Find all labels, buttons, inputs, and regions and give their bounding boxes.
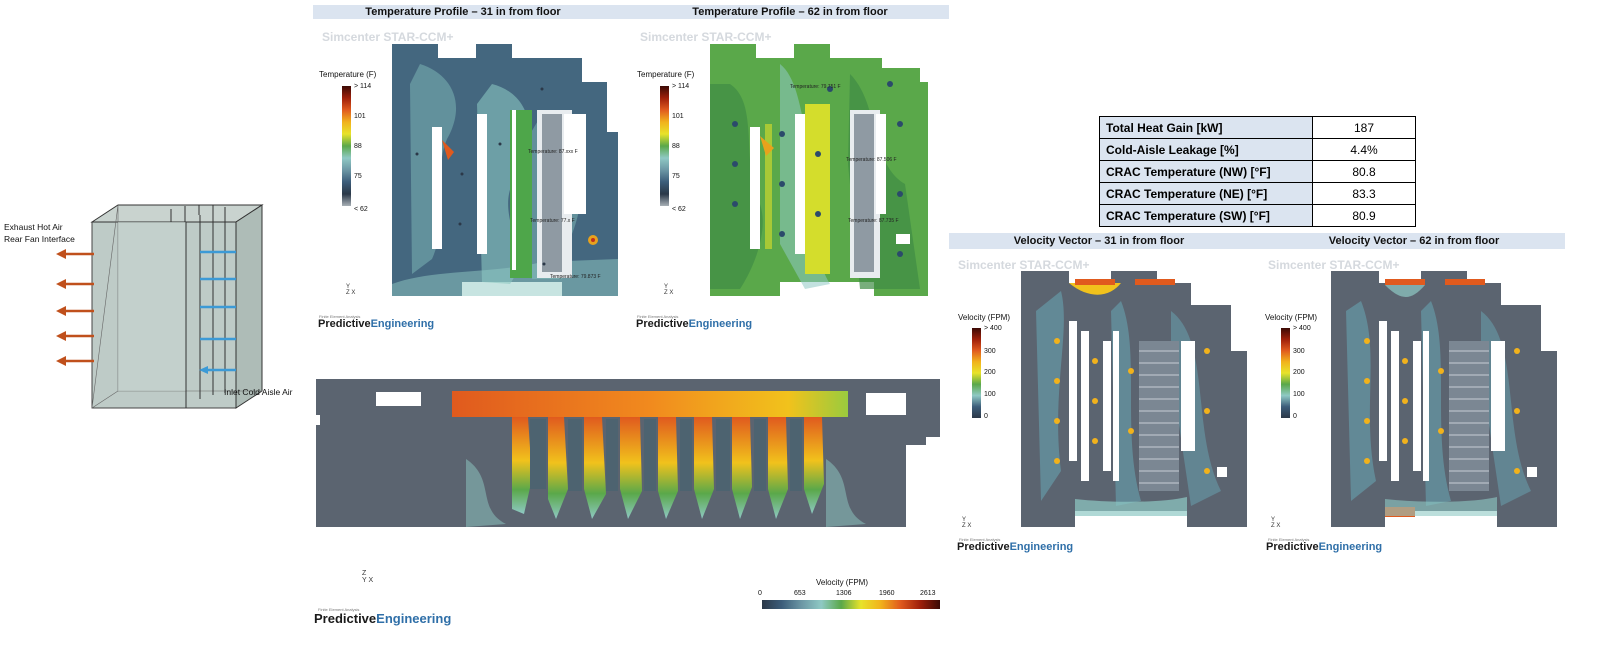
summary-label: CRAC Temperature (SW) [°F] bbox=[1099, 204, 1313, 227]
section-tick-1: 653 bbox=[794, 590, 806, 597]
section-velocity-plot bbox=[316, 379, 942, 529]
vel-tick-62-4: 0 bbox=[1293, 413, 1297, 420]
vel-tick-31-1: 300 bbox=[984, 348, 996, 355]
temp-legend-title-31: Temperature (F) bbox=[319, 70, 377, 79]
velocity-header-bar: Velocity Vector – 31 in from floor Veloc… bbox=[949, 233, 1565, 249]
inlet-label: Inlet Cold Aisle Air bbox=[224, 387, 293, 397]
section-tick-4: 2613 bbox=[920, 590, 936, 597]
probe-31-b: Temperature: 77.x F bbox=[530, 218, 575, 224]
temp-tick-31-2: 88 bbox=[354, 143, 362, 150]
section-tick-2: 1306 bbox=[836, 590, 852, 597]
vel-31-title: Velocity Vector – 31 in from floor bbox=[1013, 235, 1185, 247]
rack-diagram bbox=[0, 195, 310, 425]
logo-small-vel-31: Finite Element Analysis bbox=[959, 537, 1001, 542]
vel-62-title: Velocity Vector – 62 in from floor bbox=[1328, 235, 1500, 247]
logo-temp-31: PredictiveEngineering bbox=[318, 318, 435, 330]
vel-tick-62-2: 200 bbox=[1293, 369, 1305, 376]
logo-small-section: Finite Element Analysis bbox=[318, 607, 360, 612]
vel-floor-plot-62 bbox=[1331, 271, 1557, 527]
temp-tick-31-3: 75 bbox=[354, 173, 362, 180]
temp-tick-31-1: 101 bbox=[354, 113, 366, 120]
summary-label: Cold-Aisle Leakage [%] bbox=[1099, 138, 1313, 161]
vel-legend-title-31: Velocity (FPM) bbox=[958, 313, 1011, 322]
vel-floor-plot-31 bbox=[1021, 271, 1247, 527]
summary-value: 80.8 bbox=[1312, 160, 1416, 183]
section-tick-0: 0 bbox=[758, 590, 762, 597]
probe-62-c: Temperature: 87.735 F bbox=[848, 218, 899, 224]
logo-vel-31: PredictiveEngineering bbox=[957, 541, 1074, 553]
temp-colorbar-62 bbox=[660, 86, 669, 206]
probe-62-a: Temperature: 79.751 F bbox=[790, 84, 841, 90]
temp-floor-plot-31 bbox=[392, 44, 618, 296]
temp-tick-62-2: 88 bbox=[672, 143, 680, 150]
summary-row: CRAC Temperature (NW) [°F]80.8 bbox=[1099, 160, 1416, 183]
vel-tick-62-1: 300 bbox=[1293, 348, 1305, 355]
temp-62-title: Temperature Profile – 62 in from floor bbox=[692, 6, 888, 18]
vel-legend-title-62: Velocity (FPM) bbox=[1265, 313, 1318, 322]
rack-illustration bbox=[56, 204, 264, 409]
watermark-vel-31: Simcenter STAR-CCM+ bbox=[958, 258, 1090, 272]
vel-tick-31-4: 0 bbox=[984, 413, 988, 420]
logo-small-temp-62: Finite Element Analysis bbox=[637, 314, 679, 319]
temp-tick-62-3: 75 bbox=[672, 173, 680, 180]
vel-colorbar-31 bbox=[972, 328, 981, 418]
exhaust-label-2: Rear Fan Interface bbox=[4, 234, 75, 244]
exhaust-label-1: Exhaust Hot Air bbox=[4, 222, 63, 232]
vel-tick-31-2: 200 bbox=[984, 369, 996, 376]
probe-62-b: Temperature: 87.506 F bbox=[846, 157, 897, 163]
summary-value: 4.4% bbox=[1312, 138, 1416, 161]
logo-temp-62: PredictiveEngineering bbox=[636, 318, 753, 330]
temp-tick-31-4: < 62 bbox=[354, 206, 368, 213]
temp-tick-62-1: 101 bbox=[672, 113, 684, 120]
temp-tick-62-4: < 62 bbox=[672, 206, 686, 213]
vel-tick-62-3: 100 bbox=[1293, 391, 1305, 398]
vel-tick-31-3: 100 bbox=[984, 391, 996, 398]
temp-legend-title-62: Temperature (F) bbox=[637, 70, 695, 79]
logo-vel-62: PredictiveEngineering bbox=[1266, 541, 1383, 553]
temp-colorbar-31 bbox=[342, 86, 351, 206]
section-tick-3: 1960 bbox=[879, 590, 895, 597]
summary-row: Total Heat Gain [kW]187 bbox=[1099, 116, 1416, 139]
watermark-vel-62: Simcenter STAR-CCM+ bbox=[1268, 258, 1400, 272]
summary-value: 83.3 bbox=[1312, 182, 1416, 205]
temp-tick-31-0: > 114 bbox=[354, 83, 372, 90]
summary-value: 80.9 bbox=[1312, 204, 1416, 227]
logo-section: PredictiveEngineering bbox=[314, 611, 452, 626]
section-colorbar bbox=[762, 600, 940, 609]
summary-label: CRAC Temperature (NE) [°F] bbox=[1099, 182, 1313, 205]
temp-floor-plot-62 bbox=[710, 44, 928, 296]
summary-value: 187 bbox=[1312, 116, 1416, 139]
vel-tick-31-0: > 400 bbox=[984, 325, 1002, 332]
temperature-header-bar: Temperature Profile – 31 in from floor T… bbox=[313, 5, 949, 19]
watermark-temp-62: Simcenter STAR-CCM+ bbox=[640, 30, 772, 44]
summary-row: Cold-Aisle Leakage [%]4.4% bbox=[1099, 138, 1416, 161]
logo-small-temp-31: Finite Element Analysis bbox=[319, 314, 361, 319]
probe-31-a: Temperature: 87.xxx F bbox=[528, 149, 578, 155]
summary-label: Total Heat Gain [kW] bbox=[1099, 116, 1313, 139]
summary-label: CRAC Temperature (NW) [°F] bbox=[1099, 160, 1313, 183]
vel-tick-62-0: > 400 bbox=[1293, 325, 1311, 332]
probe-31-c: Temperature: 79.873 F bbox=[550, 274, 601, 280]
temp-31-title: Temperature Profile – 31 in from floor bbox=[365, 6, 561, 18]
summary-row: CRAC Temperature (SW) [°F]80.9 bbox=[1099, 204, 1416, 227]
vel-colorbar-62 bbox=[1281, 328, 1290, 418]
watermark-temp-31: Simcenter STAR-CCM+ bbox=[322, 30, 454, 44]
logo-small-vel-62: Finite Element Analysis bbox=[1268, 537, 1310, 542]
temp-tick-62-0: > 114 bbox=[672, 83, 690, 90]
section-legend-title: Velocity (FPM) bbox=[816, 578, 869, 587]
summary-row: CRAC Temperature (NE) [°F]83.3 bbox=[1099, 182, 1416, 205]
